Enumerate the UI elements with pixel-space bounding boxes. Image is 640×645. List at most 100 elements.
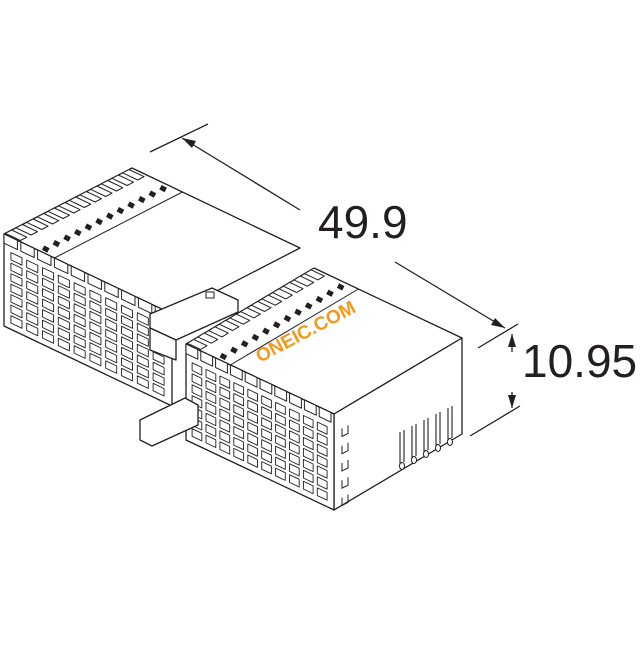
contact-cell xyxy=(89,300,102,314)
pin-tip xyxy=(399,462,405,470)
top-slot xyxy=(293,275,315,287)
contact-cell xyxy=(233,447,245,462)
top-rim-line xyxy=(54,191,183,259)
pin-tip xyxy=(435,444,441,452)
contact-cell xyxy=(136,312,149,326)
contact-cell xyxy=(89,331,102,346)
top-rim-line xyxy=(230,288,359,366)
contact-cell xyxy=(105,328,118,343)
top-pin-hole xyxy=(127,201,135,209)
contact-cell xyxy=(26,259,39,274)
contact-cell xyxy=(205,401,217,416)
contact-cell xyxy=(42,288,55,302)
contact-cell xyxy=(10,304,23,319)
contact-cell xyxy=(121,357,133,371)
top-slot xyxy=(240,307,261,319)
contact-cell xyxy=(316,421,328,435)
contact-cell xyxy=(105,297,118,311)
top-pin-hole xyxy=(262,327,270,335)
side-tab xyxy=(341,425,349,438)
pin-tip xyxy=(423,450,429,458)
center-latch-clip xyxy=(139,287,239,447)
contact-cell xyxy=(121,315,133,329)
contact-cell xyxy=(316,465,328,479)
contact-cell xyxy=(89,310,102,325)
top-pin-hole xyxy=(63,234,71,242)
contact-cell xyxy=(247,388,258,402)
contact-cell xyxy=(26,322,39,337)
contact-cell xyxy=(121,367,133,382)
contact-cell xyxy=(289,430,300,444)
contact-cell xyxy=(105,349,118,364)
contact-cell xyxy=(302,415,314,429)
contact-cell xyxy=(136,333,149,347)
latch-hole xyxy=(205,291,215,299)
front-top-slot xyxy=(229,364,243,381)
top-pin-hole xyxy=(251,333,260,342)
contact-cell xyxy=(261,461,272,475)
contact-cell xyxy=(233,393,245,407)
height-arrow-top xyxy=(508,334,516,347)
top-slot xyxy=(186,338,208,350)
contact-cell xyxy=(73,334,86,349)
contact-cell xyxy=(219,419,231,433)
top-slot xyxy=(208,326,229,338)
side-tab xyxy=(341,477,349,490)
contact-cell xyxy=(42,319,55,334)
contact-cell xyxy=(89,321,102,335)
contact-cell xyxy=(26,270,39,284)
contact-cell xyxy=(247,421,258,435)
front-top-slot xyxy=(104,281,119,299)
contact-cell xyxy=(191,384,203,398)
length-arrow-left xyxy=(182,138,196,148)
contact-cell xyxy=(316,443,328,457)
top-pin-hole xyxy=(240,340,249,348)
contact-cell xyxy=(26,301,39,316)
contact-cell xyxy=(219,408,231,422)
contact-cell xyxy=(219,441,231,455)
contact-cell xyxy=(10,252,23,266)
contact-cell xyxy=(191,428,203,442)
contact-cell xyxy=(10,315,23,329)
contact-cell xyxy=(275,467,286,481)
height-arrow-bottom xyxy=(508,395,516,408)
contact-cell xyxy=(261,439,272,453)
contact-cell xyxy=(247,443,258,457)
top-pin-hole xyxy=(219,352,228,361)
contact-cell xyxy=(26,291,39,305)
contact-cell xyxy=(205,390,217,405)
contact-cell xyxy=(89,342,102,356)
pin-tip xyxy=(411,456,417,464)
contact-cell xyxy=(302,436,314,451)
contact-cell xyxy=(152,382,165,397)
top-pin-hole xyxy=(294,308,302,316)
top-slot xyxy=(261,294,283,306)
pin-tip xyxy=(447,438,453,446)
top-slot xyxy=(304,269,325,281)
contact-cell xyxy=(57,306,70,320)
height-dimension: 10.95 xyxy=(469,334,637,437)
contact-cell xyxy=(73,292,86,307)
contact-cell xyxy=(289,419,300,433)
contact-cell xyxy=(191,395,203,409)
top-pin-hole xyxy=(105,212,114,220)
top-slot xyxy=(90,185,113,197)
contact-cell xyxy=(275,434,286,448)
top-pin-hole xyxy=(159,184,167,193)
top-slot xyxy=(68,196,92,208)
contact-cell xyxy=(275,423,286,437)
contact-cell xyxy=(89,289,102,304)
front-top-slot xyxy=(215,357,228,374)
contact-cell xyxy=(219,430,231,444)
front-top-slot xyxy=(87,273,102,291)
contact-cell xyxy=(121,346,133,361)
contact-cell xyxy=(316,454,328,468)
contact-cell xyxy=(289,463,300,477)
length-extension-line-right xyxy=(477,323,519,349)
height-extension-line-bottom xyxy=(469,405,521,437)
contact-cell xyxy=(42,277,55,292)
side-tab xyxy=(341,460,349,472)
front-top-slot xyxy=(37,249,52,267)
contact-cell xyxy=(121,325,133,340)
front-top-slot xyxy=(121,289,136,307)
